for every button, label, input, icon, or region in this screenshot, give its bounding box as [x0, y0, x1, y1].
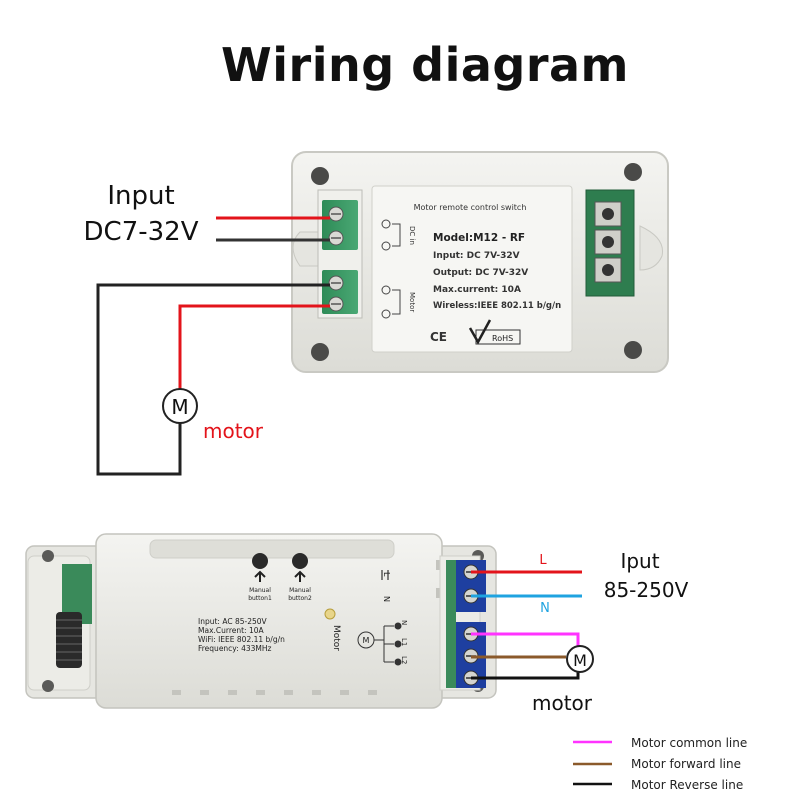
ce-mark: CE — [430, 330, 447, 344]
panel-heading: Motor remote control switch — [414, 203, 527, 212]
manual-button1-line1: Manual — [249, 587, 271, 594]
spec-line: Input: AC 85-250V — [198, 617, 268, 626]
mount-hole — [624, 163, 642, 181]
cover-ridge — [149, 539, 395, 559]
terminal-L1-label: L1 — [400, 638, 408, 646]
top-motor-m: M — [171, 395, 188, 419]
dc-in-symbol — [381, 219, 401, 251]
model-text: Model:M12 - RF — [433, 232, 525, 244]
top-wiring — [96, 216, 330, 476]
motor-schematic — [357, 622, 402, 666]
page-title: Wiring diagram — [221, 38, 629, 92]
legend: Motor common line Motor forward line Mot… — [573, 736, 747, 792]
top-motor-symbol: M — [162, 388, 198, 424]
terminal-L2-label: L2 — [400, 656, 408, 664]
line-L-label: L — [539, 553, 547, 568]
mount-hole — [42, 680, 54, 692]
antenna-coil — [56, 612, 82, 668]
mount-hole — [42, 550, 54, 562]
spec-line: Max.Current: 10A — [198, 626, 265, 635]
top-input-label: Input — [107, 181, 174, 211]
arrow-up-icon — [254, 570, 266, 582]
bottom-pcb-edge — [446, 560, 456, 688]
status-led — [324, 608, 336, 620]
top-ear-right — [639, 225, 664, 271]
legend-item: Motor common line — [631, 736, 747, 750]
rohs-text: RoHS — [492, 334, 513, 343]
bottom-cover — [95, 533, 443, 709]
bottom-wiring — [471, 570, 582, 680]
bottom-motor-symbol: M — [566, 645, 594, 673]
top-label-panel — [371, 185, 573, 353]
output-spec: Output: DC 7V-32V — [433, 268, 528, 278]
bottom-motor-label: motor — [532, 691, 593, 715]
legend-item: Motor forward line — [631, 757, 741, 771]
terminal-N2-label: N — [400, 620, 408, 625]
input-spec: Input: DC 7V-32V — [433, 251, 520, 261]
motor-red-wire — [178, 304, 330, 390]
motor-common-wire — [471, 632, 580, 650]
motor-terminal-label: Motor — [408, 292, 416, 312]
manual-button2-line1: Manual — [289, 587, 311, 594]
top-input-voltage: DC7-32V — [84, 217, 199, 247]
max-current-spec: Max.current: 10A — [433, 285, 521, 295]
bottom-input-label: Iput — [620, 549, 659, 573]
arrow-up-icon — [294, 570, 306, 582]
mount-hole — [311, 343, 329, 361]
dc-in-label: DC in — [408, 226, 416, 245]
bottom-input-voltage: 85-250V — [604, 578, 689, 602]
manual-button2-line2: button2 — [288, 595, 312, 602]
bottom-motor-m: M — [573, 651, 587, 670]
mount-hole — [624, 341, 642, 359]
motor-black-wire — [96, 283, 330, 476]
manual-button1[interactable] — [252, 553, 268, 569]
motor-vertical-label: Motor — [331, 625, 341, 651]
spec-line: WiFi: IEEE 802.11 b/g/n — [198, 635, 285, 644]
legend-item: Motor Reverse line — [631, 778, 743, 792]
motor-schematic-m: M — [363, 636, 370, 645]
spec-line: Frequency: 433MHz — [198, 644, 272, 653]
manual-button1-line2: button1 — [248, 595, 272, 602]
rohs-mark: RoHS — [468, 319, 521, 345]
bottom-device: Manual button1 Manual button2 Input: AC … — [25, 533, 497, 709]
pcb-buttons — [594, 201, 622, 283]
manual-button2[interactable] — [292, 553, 308, 569]
line-N-label: N — [540, 601, 550, 616]
terminal-N-label: N — [382, 596, 391, 602]
motor-terminal-symbol — [381, 285, 401, 319]
wireless-spec: Wireless:IEEE 802.11 b/g/n — [433, 301, 561, 311]
terminal-L-label: L — [382, 572, 391, 577]
top-motor-label: motor — [203, 419, 264, 443]
mount-hole — [311, 167, 329, 185]
top-device: Motor remote control switch Model:M12 - … — [291, 151, 669, 373]
